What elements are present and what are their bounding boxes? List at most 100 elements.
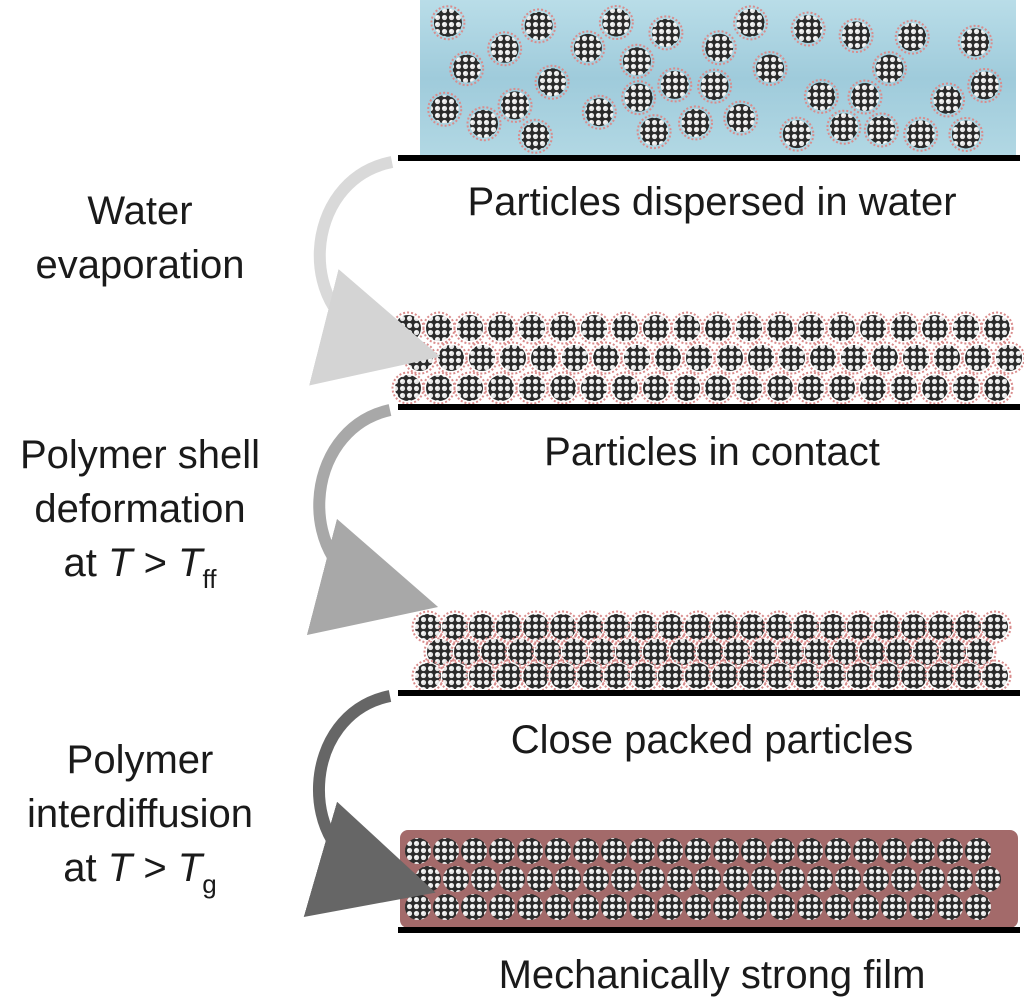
particle [965, 894, 991, 920]
particle [643, 315, 669, 341]
particle [573, 33, 602, 62]
particle [982, 614, 1008, 640]
polymer-shell [723, 100, 759, 136]
particle [909, 894, 935, 920]
particle [667, 866, 693, 892]
particle [631, 614, 657, 640]
particle [550, 315, 576, 341]
particle [538, 68, 567, 97]
particle [859, 639, 885, 665]
particle [415, 663, 441, 689]
polymer-shell [427, 91, 463, 127]
substrate-3 [398, 690, 1020, 696]
polymer-shell [752, 50, 788, 86]
particle [853, 894, 879, 920]
polymer-shell [978, 610, 1012, 644]
polymer-shell [581, 94, 617, 130]
particle [443, 866, 469, 892]
particle [820, 614, 846, 640]
contact-particles [391, 311, 1024, 405]
polymer-shell [930, 82, 966, 118]
particle [519, 315, 545, 341]
particle [686, 345, 712, 371]
particle [934, 345, 960, 371]
particle [524, 11, 553, 40]
particle [426, 315, 452, 341]
polymer-shell [430, 5, 466, 41]
particle [395, 315, 421, 341]
particle [469, 614, 495, 640]
step-interdiffusion: Polymer interdiffusion at T > Tg [0, 733, 280, 911]
particle [881, 838, 907, 864]
polymer-shell [963, 635, 997, 669]
particle [604, 614, 630, 640]
particle [741, 894, 767, 920]
caption-contact: Particles in contact [544, 430, 880, 474]
particle [982, 663, 1008, 689]
particle [898, 23, 927, 52]
particle [426, 375, 452, 401]
particle [585, 98, 614, 127]
particle [886, 639, 912, 665]
cond-op: > [132, 846, 178, 890]
particle [640, 117, 669, 146]
particle [527, 866, 553, 892]
packed-particles [411, 610, 1012, 693]
polymer-shell [497, 87, 533, 123]
particle [860, 375, 886, 401]
cond-sym: T [177, 846, 203, 890]
particle [660, 70, 689, 99]
dispersed-particles [427, 5, 1003, 154]
particle [766, 663, 792, 689]
polymer-shell [847, 79, 883, 115]
particle [581, 375, 607, 401]
polymer-shell [570, 30, 606, 66]
particle [639, 866, 665, 892]
particle [471, 866, 497, 892]
particle [452, 54, 481, 83]
particle [853, 838, 879, 864]
evaporation-arrow [309, 156, 441, 386]
particle [769, 838, 795, 864]
particle [996, 345, 1022, 371]
particle [955, 663, 981, 689]
particle [829, 315, 855, 341]
particle [922, 315, 948, 341]
particle [469, 663, 495, 689]
particle [881, 894, 907, 920]
particle [794, 15, 823, 44]
particle [713, 838, 739, 864]
particle [847, 614, 873, 640]
particle [461, 838, 487, 864]
particle [593, 345, 619, 371]
particle [461, 894, 487, 920]
polymer-shell [466, 106, 502, 142]
particle [457, 375, 483, 401]
particle [767, 375, 793, 401]
particle [798, 315, 824, 341]
substrate-1 [398, 155, 1020, 161]
particle [481, 639, 507, 665]
particle [612, 315, 638, 341]
particle [913, 639, 939, 665]
particle [937, 838, 963, 864]
particle [407, 345, 433, 371]
particle [685, 894, 711, 920]
step-evaporation-line-2: evaporation [35, 243, 245, 287]
polymer-shell [871, 51, 907, 87]
particle [713, 894, 739, 920]
particle [581, 315, 607, 341]
particle [825, 838, 851, 864]
step-evaporation-line-1: Water [87, 189, 193, 233]
interdiffusion-arrow [303, 690, 436, 917]
particle [405, 838, 431, 864]
particle [685, 614, 711, 640]
particle [965, 345, 991, 371]
step-interdiffusion-line-2: interdiffusion [26, 792, 254, 836]
particle [519, 375, 545, 401]
particle [681, 108, 710, 137]
particle [901, 614, 927, 640]
step-deformation-line-2: deformation [34, 487, 246, 531]
cond-sym: T [178, 541, 203, 585]
particle [726, 104, 755, 133]
